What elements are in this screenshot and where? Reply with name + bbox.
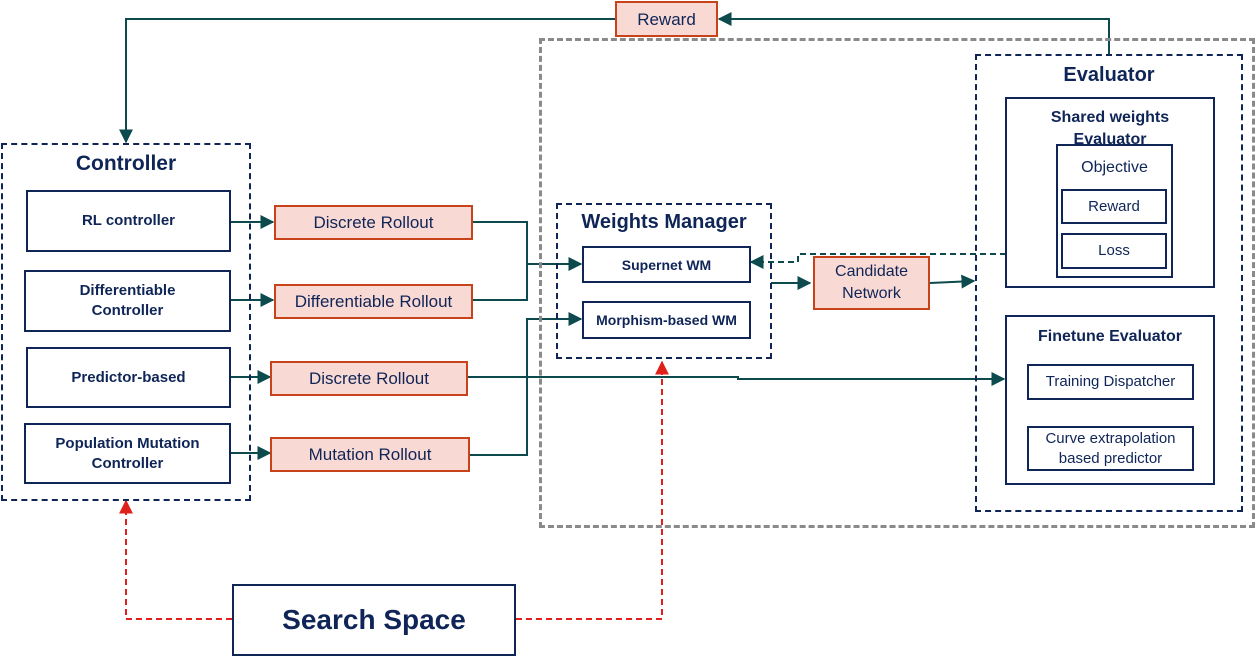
search-space: Search Space xyxy=(232,584,516,656)
morphism-based-wm: Morphism-based WM xyxy=(582,301,751,339)
finetune-evaluator-title: Finetune Evaluator xyxy=(1037,328,1183,345)
objective-label: Objective xyxy=(1081,159,1148,176)
population-mutation-controller: Population Mutation Controller xyxy=(24,423,231,484)
rl-controller: RL controller xyxy=(26,190,231,252)
arrow-mutation-to-morphism xyxy=(470,312,583,456)
objective-reward: Reward xyxy=(1061,189,1167,224)
arrow-evaluator-to-reward xyxy=(717,12,1110,55)
arrow-reward-to-controller xyxy=(119,18,615,144)
objective-loss: Loss xyxy=(1061,233,1167,269)
arrow-search-space-to-controller xyxy=(119,499,232,620)
evaluator-title: Evaluator xyxy=(1063,64,1155,86)
weights-manager-title: Weights Manager xyxy=(581,211,747,233)
rollout-mutation: Mutation Rollout xyxy=(270,437,470,472)
training-dispatcher: Training Dispatcher xyxy=(1027,364,1194,400)
controller-group xyxy=(1,143,251,501)
weights-manager-group xyxy=(556,203,772,359)
arrow-candidate-to-evaluator xyxy=(929,274,976,289)
rollout-discrete-2: Discrete Rollout xyxy=(270,361,468,396)
rollout-discrete-1: Discrete Rollout xyxy=(274,205,473,240)
supernet-wm: Supernet WM xyxy=(582,246,751,283)
rollout-differentiable: Differentiable Rollout xyxy=(274,284,473,319)
arrow-search-space-to-weights-manager xyxy=(516,360,669,620)
arrow-differentiable-to-supernet xyxy=(473,264,528,301)
weights-evaluator-region xyxy=(539,38,1255,528)
arrow-discrete-to-dispatcher xyxy=(468,372,1006,386)
evaluator-group xyxy=(975,54,1243,512)
reward-box: Reward xyxy=(615,1,718,37)
predictor-based-controller: Predictor-based xyxy=(26,347,231,408)
differentiable-controller: Differentiable Controller xyxy=(24,270,231,332)
reward-label: Reward xyxy=(637,9,696,29)
curve-extrapolation-predictor: Curve extrapolation based predictor xyxy=(1027,426,1194,471)
controller-title: Controller xyxy=(75,152,177,175)
candidate-network: Candidate Network xyxy=(813,256,930,310)
shared-weights-evaluator-title: Shared weights Evaluator xyxy=(1050,109,1170,147)
arrow-discrete-to-supernet xyxy=(473,221,583,271)
